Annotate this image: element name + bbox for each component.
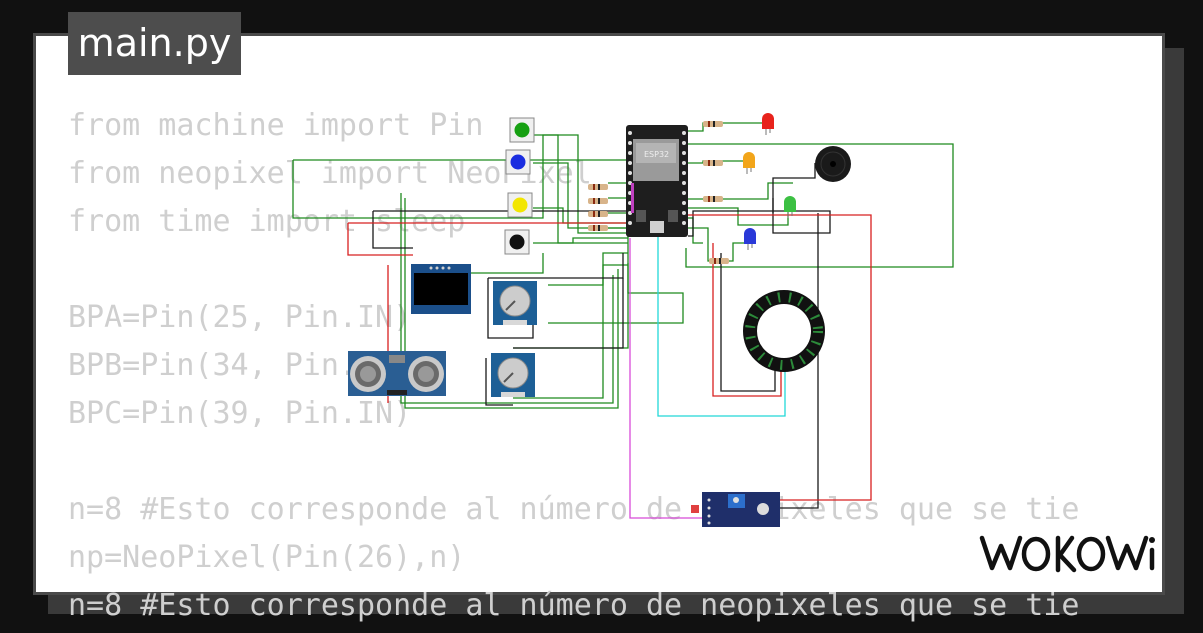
led-body bbox=[784, 196, 796, 212]
resistor[interactable] bbox=[588, 198, 608, 204]
led-red[interactable] bbox=[762, 113, 774, 135]
code-line: np=NeoPixel(Pin(26),n) bbox=[68, 540, 466, 575]
sensor-module[interactable] bbox=[691, 492, 780, 527]
resistors bbox=[588, 121, 729, 264]
wokwi-logo bbox=[979, 535, 1155, 573]
pushbutton-blue[interactable] bbox=[505, 149, 531, 175]
led-body bbox=[762, 113, 774, 129]
led-orange[interactable] bbox=[743, 152, 755, 174]
potentiometer[interactable] bbox=[491, 353, 535, 397]
code-line: from neopixel import NeoPixel bbox=[68, 156, 592, 191]
resistor[interactable] bbox=[703, 121, 723, 127]
code-line: from time import sleep bbox=[68, 204, 466, 239]
resistor[interactable] bbox=[588, 211, 608, 217]
buzzer[interactable] bbox=[815, 146, 851, 182]
button-cap bbox=[509, 234, 525, 250]
potentiometer[interactable] bbox=[493, 281, 537, 325]
button-cap bbox=[512, 197, 528, 213]
oled-display[interactable] bbox=[411, 264, 471, 314]
esp32-board[interactable]: ESP32 bbox=[626, 125, 688, 237]
pushbutton-black[interactable] bbox=[504, 229, 530, 255]
code-line: BPA=Pin(25, Pin.IN) bbox=[68, 300, 412, 335]
resistor[interactable] bbox=[703, 196, 723, 202]
resistor[interactable] bbox=[588, 184, 608, 190]
file-tab[interactable]: main.py bbox=[68, 12, 241, 75]
resistor[interactable] bbox=[709, 258, 729, 264]
code-line: from machine import Pin bbox=[68, 108, 484, 143]
code-line: BPC=Pin(39, Pin.IN) bbox=[68, 396, 412, 431]
led-blue[interactable] bbox=[744, 228, 756, 250]
resistor[interactable] bbox=[703, 160, 723, 166]
circuit-diagram: ESP32 bbox=[292, 113, 954, 527]
resistor[interactable] bbox=[588, 225, 608, 231]
led-green[interactable] bbox=[784, 196, 796, 218]
project-card: from machine import Pin from neopixel imp… bbox=[33, 33, 1165, 623]
code-preview: from machine import Pin from neopixel imp… bbox=[68, 102, 1168, 630]
ultrasonic-sensor[interactable] bbox=[348, 351, 446, 396]
wires bbox=[292, 122, 954, 519]
pushbutton-yellow[interactable] bbox=[507, 192, 533, 218]
esp32-label: ESP32 bbox=[644, 150, 669, 159]
code-line: n=8 #Esto corresponde al número de neopi… bbox=[68, 492, 1080, 527]
pushbutton-green[interactable] bbox=[509, 117, 535, 143]
button-cap bbox=[510, 154, 526, 170]
neopixel-ring[interactable] bbox=[743, 290, 825, 372]
led-body bbox=[743, 152, 755, 168]
code-line: n=8 #Esto corresponde al número de neopi… bbox=[68, 588, 1080, 623]
led-body bbox=[744, 228, 756, 244]
button-cap bbox=[514, 122, 530, 138]
